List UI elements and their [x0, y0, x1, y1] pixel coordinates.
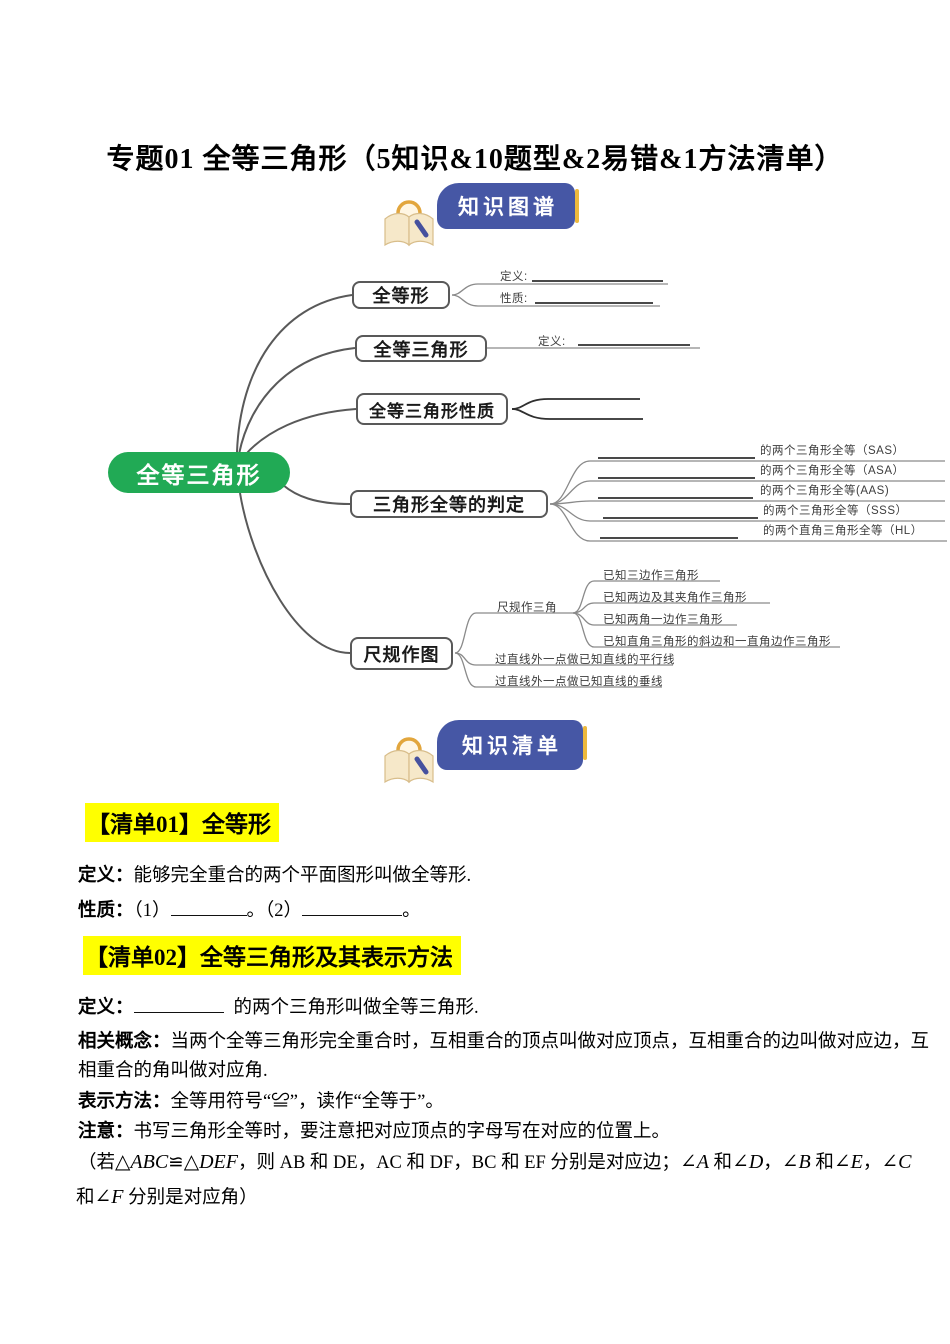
definition-paragraph-1: 定义：能够完全重合的两个平面图形叫做全等形.: [78, 860, 923, 891]
example-text: 和: [810, 1153, 834, 1173]
blank-underlines: [511, 280, 758, 539]
highlight: 【清单01】全等形: [85, 803, 279, 842]
mindmap-connectors: [236, 280, 947, 688]
fill-blank-1[interactable]: [170, 897, 247, 916]
mindmap-node-triangle-properties[interactable]: 全等三角形性质: [356, 393, 508, 425]
construction-item-two-angles-side: 已知两角一边作三角形: [603, 614, 723, 626]
definition-text: 能够完全重合的两个平面图形叫做全等形.: [133, 866, 472, 886]
heading-title: 全等形: [202, 811, 271, 837]
construction-item-right-triangle: 已知直角三角形的斜边和一直角边作三角形: [603, 636, 831, 648]
prop-item2-period: 。: [402, 901, 421, 921]
fill-blank-2[interactable]: [302, 897, 403, 916]
properties-label: 性质：: [78, 899, 134, 920]
root-branch-curves: [236, 294, 357, 654]
shape-prop-label: 性质:: [500, 293, 528, 305]
concept-paragraph-line1: 相关概念：当两个全等三角形完全重合时，互相重合的顶点叫做对应顶点，互相重合的边叫…: [78, 1026, 929, 1057]
math-angle-b: ∠B: [781, 1151, 811, 1173]
math-angle-f: ∠F: [94, 1186, 124, 1208]
construction-parallel-label: 过直线外一点做已知直线的平行线: [495, 654, 675, 666]
congruent-symbol: ≌: [168, 1153, 184, 1173]
math-angle-e: ∠E: [833, 1151, 863, 1173]
example-paragraph-line2: 和∠F 分别是对应角）: [76, 1182, 921, 1213]
construction-perpendicular-label: 过直线外一点做已知直线的垂线: [495, 676, 663, 688]
triangle-def-label: 定义:: [538, 336, 566, 348]
judgment-item-aas: 的两个三角形全等(AAS): [760, 485, 890, 497]
definition-paragraph-2: 定义： 的两个三角形叫做全等三角形.: [78, 992, 923, 1023]
example-text: ，: [862, 1153, 882, 1173]
example-text: （若: [78, 1153, 116, 1173]
book-magnifier-icon: [384, 200, 434, 247]
heading-list01: 【清单01】全等形: [85, 803, 279, 842]
notation-label: 表示方法：: [78, 1090, 171, 1111]
math-triangle-def: △DEF: [183, 1151, 238, 1173]
note-text: 书写三角形全等时，要注意把对应顶点的字母写在对应的位置上。: [133, 1122, 671, 1142]
shape-def-label: 定义:: [500, 271, 528, 283]
math-angle-c: ∠C: [881, 1151, 912, 1173]
note-label: 注意：: [78, 1120, 134, 1141]
page-title: 专题01 全等三角形（5知识&10题型&2易错&1方法清单）: [106, 143, 844, 175]
banner-shape: 知识清单: [437, 720, 587, 770]
example-text: 和: [708, 1153, 733, 1173]
example-text: ，: [763, 1153, 782, 1173]
judgment-item-sas: 的两个三角形全等（SAS）: [760, 445, 905, 457]
concept-label: 相关概念：: [78, 1030, 171, 1051]
concept-text-2: 相重合的角叫做对应角.: [78, 1061, 268, 1081]
leaf-branch-lines: [451, 283, 947, 688]
heading-bracket: 【清单02】: [85, 945, 200, 970]
mindmap-node-congruent-shapes[interactable]: 全等形: [352, 281, 450, 309]
fill-blank-definition[interactable]: [133, 994, 224, 1013]
definition-label: 定义：: [78, 996, 134, 1017]
banner-shape: 知识图谱: [437, 183, 579, 229]
banner-map-label: 知识图谱: [458, 196, 558, 219]
math-angle-a: ∠A: [679, 1151, 709, 1173]
heading-list02: 【清单02】全等三角形及其表示方法: [83, 936, 461, 975]
concept-text-1: 当两个全等三角形完全重合时，互相重合的顶点叫做对应顶点，互相重合的边叫做对应边，…: [170, 1032, 930, 1052]
note-paragraph: 注意：书写三角形全等时，要注意把对应顶点的字母写在对应的位置上。: [78, 1116, 923, 1147]
highlight: 【清单02】全等三角形及其表示方法: [83, 936, 461, 975]
construction-triangle-label: 尺规作三角: [497, 602, 557, 614]
construction-item-two-sides-angle: 已知两边及其夹角作三角形: [603, 592, 747, 604]
example-text: ，则 AB 和 DE，AC 和 DF，BC 和 EF 分别是对应边；: [237, 1153, 680, 1173]
banner-knowledge-map: 知识图谱: [384, 183, 579, 247]
notation-paragraph: 表示方法：全等用符号“≌”，读作“全等于”。: [78, 1086, 923, 1117]
definition-label: 定义：: [78, 864, 134, 885]
heading-bracket: 【清单01】: [87, 812, 202, 837]
mindmap-node-construction[interactable]: 尺规作图: [350, 637, 453, 670]
prop-item1-period: 。: [246, 901, 266, 921]
prop-item2-number: （2）: [265, 901, 303, 921]
example-paragraph-line1: （若△ABC≌△DEF，则 AB 和 DE，AC 和 DF，BC 和 EF 分别…: [78, 1147, 923, 1178]
heading-title: 全等三角形及其表示方法: [200, 944, 453, 970]
example-text: 分别是对应角）: [123, 1188, 258, 1208]
definition-text: 的两个三角形叫做全等三角形.: [233, 998, 479, 1018]
judgment-item-hl: 的两个直角三角形全等（HL）: [763, 525, 923, 537]
notation-text: 全等用符号“≌”，读作“全等于”。: [170, 1092, 444, 1112]
banner-knowledge-list: 知识清单: [384, 720, 587, 784]
properties-paragraph: 性质：（1）。（2）。: [78, 895, 923, 926]
book-magnifier-icon: [384, 737, 434, 784]
construction-item-three-sides: 已知三边作三角形: [603, 570, 699, 582]
example-text: 和: [76, 1188, 95, 1208]
judgment-item-sss: 的两个三角形全等（SSS）: [763, 505, 908, 517]
banner-list-label: 知识清单: [462, 735, 562, 758]
mindmap-root-node[interactable]: 全等三角形: [108, 452, 290, 493]
concept-paragraph-line2: 相重合的角叫做对应角.: [78, 1056, 923, 1086]
mindmap-diagram: 全等三角形 全等形 全等三角形 全等三角形性质 三角形全等的判定 尺规作图 定义…: [0, 255, 950, 705]
prop-item1-number: （1）: [133, 901, 171, 921]
math-angle-d: ∠D: [732, 1151, 764, 1173]
math-triangle-abc: △ABC: [115, 1151, 169, 1173]
mindmap-node-congruent-triangles[interactable]: 全等三角形: [355, 335, 487, 362]
judgment-item-asa: 的两个三角形全等（ASA）: [760, 465, 905, 477]
mindmap-node-judgment[interactable]: 三角形全等的判定: [350, 490, 548, 518]
